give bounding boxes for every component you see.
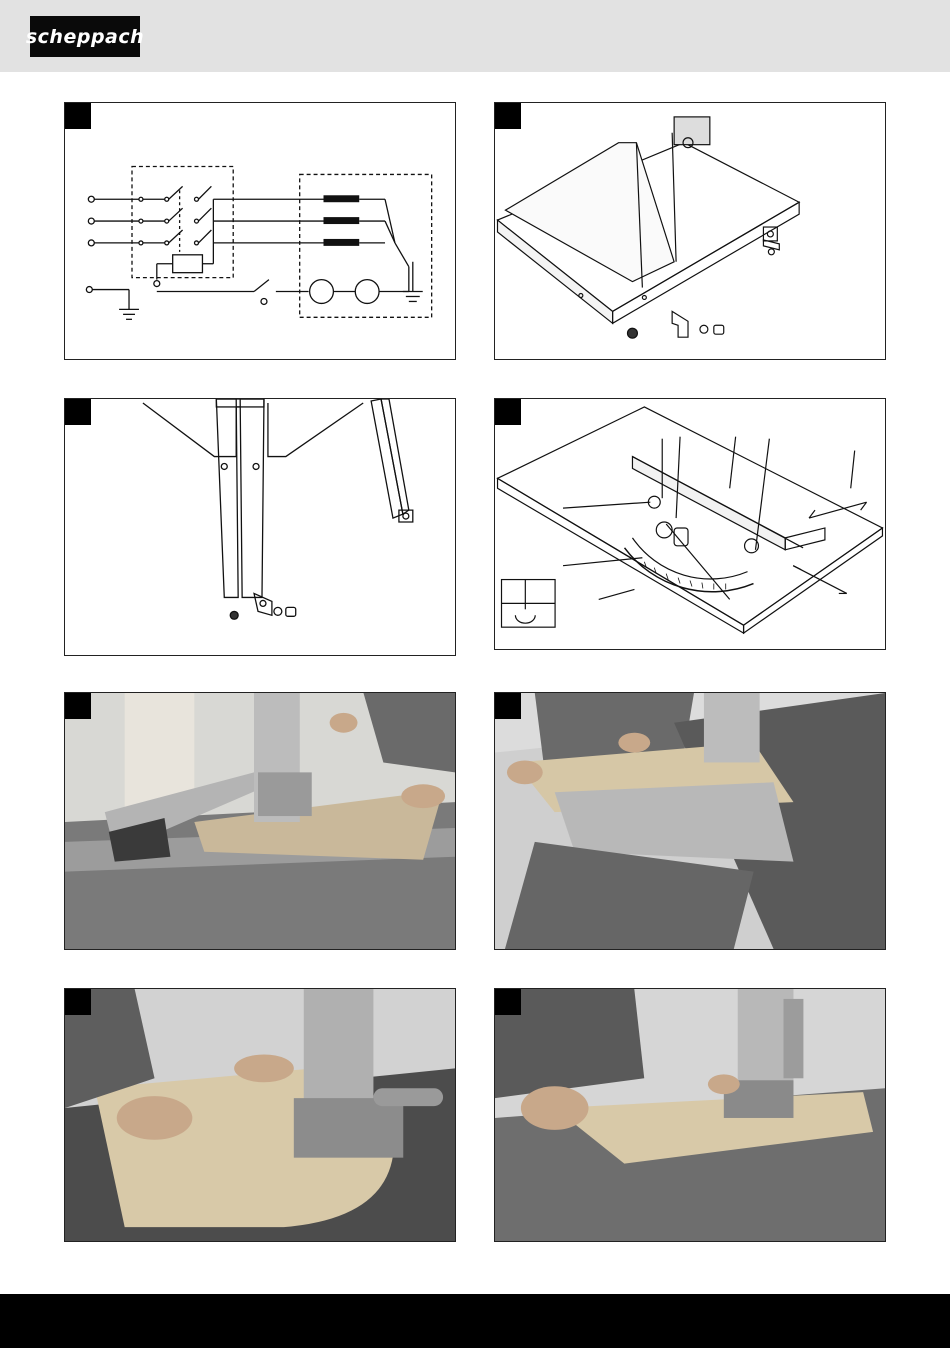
figure-number-box (495, 103, 521, 129)
page-header: scheppach (0, 0, 950, 72)
figure-number-box (495, 989, 521, 1015)
mitre-gauge-drawing (495, 399, 885, 649)
brand-name: scheppach (26, 26, 144, 48)
photo-curve-cut (65, 989, 455, 1241)
photo-straight-cut (495, 989, 885, 1241)
figure-number-box (495, 693, 521, 719)
scheppach-logo: scheppach (30, 16, 140, 57)
figure-stand-frame (64, 398, 456, 656)
page-footer (0, 1294, 950, 1348)
figure-number-box (65, 399, 91, 425)
figure-number-box (65, 693, 91, 719)
figure-photo-bevel-cut (494, 692, 886, 950)
wiring-diagram-drawing (65, 103, 455, 359)
figure-number-box (65, 103, 91, 129)
table-assembly-drawing (495, 103, 885, 359)
figure-wiring-diagram (64, 102, 456, 360)
photo-fence-cut (65, 693, 455, 949)
photo-bevel-cut (495, 693, 885, 949)
figure-number-box (495, 399, 521, 425)
figure-table-assembly (494, 102, 886, 360)
figure-photo-straight-cut (494, 988, 886, 1242)
figure-mitre-gauge (494, 398, 886, 650)
stand-frame-drawing (65, 399, 455, 655)
figure-photo-curve-cut (64, 988, 456, 1242)
figure-photo-fence-cut (64, 692, 456, 950)
figure-number-box (65, 989, 91, 1015)
